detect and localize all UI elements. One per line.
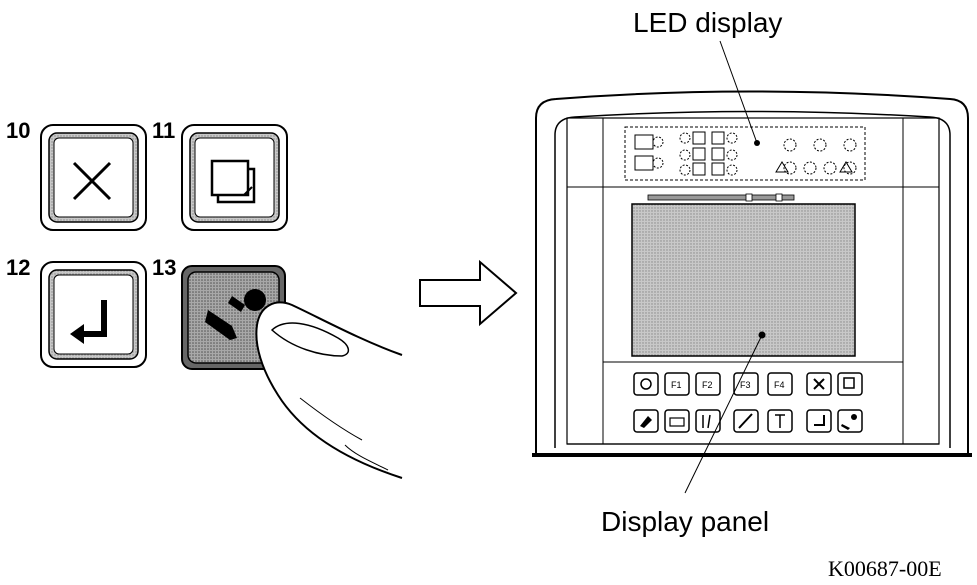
led-display: [624, 126, 866, 181]
led-display-label: LED display: [633, 7, 782, 38]
key-13-number: 13: [152, 255, 176, 280]
device-key[interactable]: [664, 409, 690, 433]
led-display-leader-line: [719, 40, 758, 144]
device-keys-row-1: F1 F2 F3 F4: [633, 372, 863, 396]
close-x-icon: [72, 161, 112, 201]
key-12[interactable]: 12: [6, 255, 147, 368]
finger-illustration: [255, 301, 403, 479]
device-key-f3[interactable]: F3: [733, 372, 759, 396]
copy-pages-icon: [843, 377, 855, 389]
display-screen: [631, 203, 856, 357]
device-key-f4[interactable]: F4: [767, 372, 793, 396]
copy-pages-icon: [210, 159, 256, 204]
device-key-close[interactable]: [806, 372, 832, 396]
close-x-icon: [813, 378, 825, 390]
device-key-f3-label: F3: [740, 380, 751, 390]
device-key[interactable]: [633, 409, 659, 433]
device-key-f2[interactable]: F2: [695, 372, 721, 396]
device-key-copy[interactable]: [837, 372, 863, 396]
device-key-f1[interactable]: F1: [664, 372, 690, 396]
device-key-operator[interactable]: [837, 409, 863, 433]
right-arrow-icon: [419, 259, 518, 327]
key-10-number: 10: [6, 118, 30, 143]
device-key-f2-label: F2: [702, 380, 713, 390]
status-bar: [647, 193, 795, 202]
key-10[interactable]: 10: [6, 118, 147, 231]
key-11[interactable]: 11: [152, 118, 288, 231]
key-11-number: 11: [152, 118, 175, 143]
device-key[interactable]: [767, 409, 793, 433]
device-keys-row-2: [633, 409, 863, 433]
device-key-f4-label: F4: [774, 380, 785, 390]
operator-icon: [841, 414, 857, 430]
device-key[interactable]: [733, 409, 759, 433]
display-panel-label: Display panel: [601, 506, 769, 537]
enter-return-icon: [814, 415, 825, 426]
operator-icon: [205, 289, 266, 340]
device-key-f1-label: F1: [671, 380, 682, 390]
figure-code: K00687-00E: [828, 556, 942, 581]
key-12-number: 12: [6, 255, 30, 280]
enter-return-icon: [70, 300, 107, 344]
device-key[interactable]: [633, 372, 659, 396]
device-key-enter[interactable]: [806, 409, 832, 433]
display-panel-leader-line: [684, 334, 763, 494]
